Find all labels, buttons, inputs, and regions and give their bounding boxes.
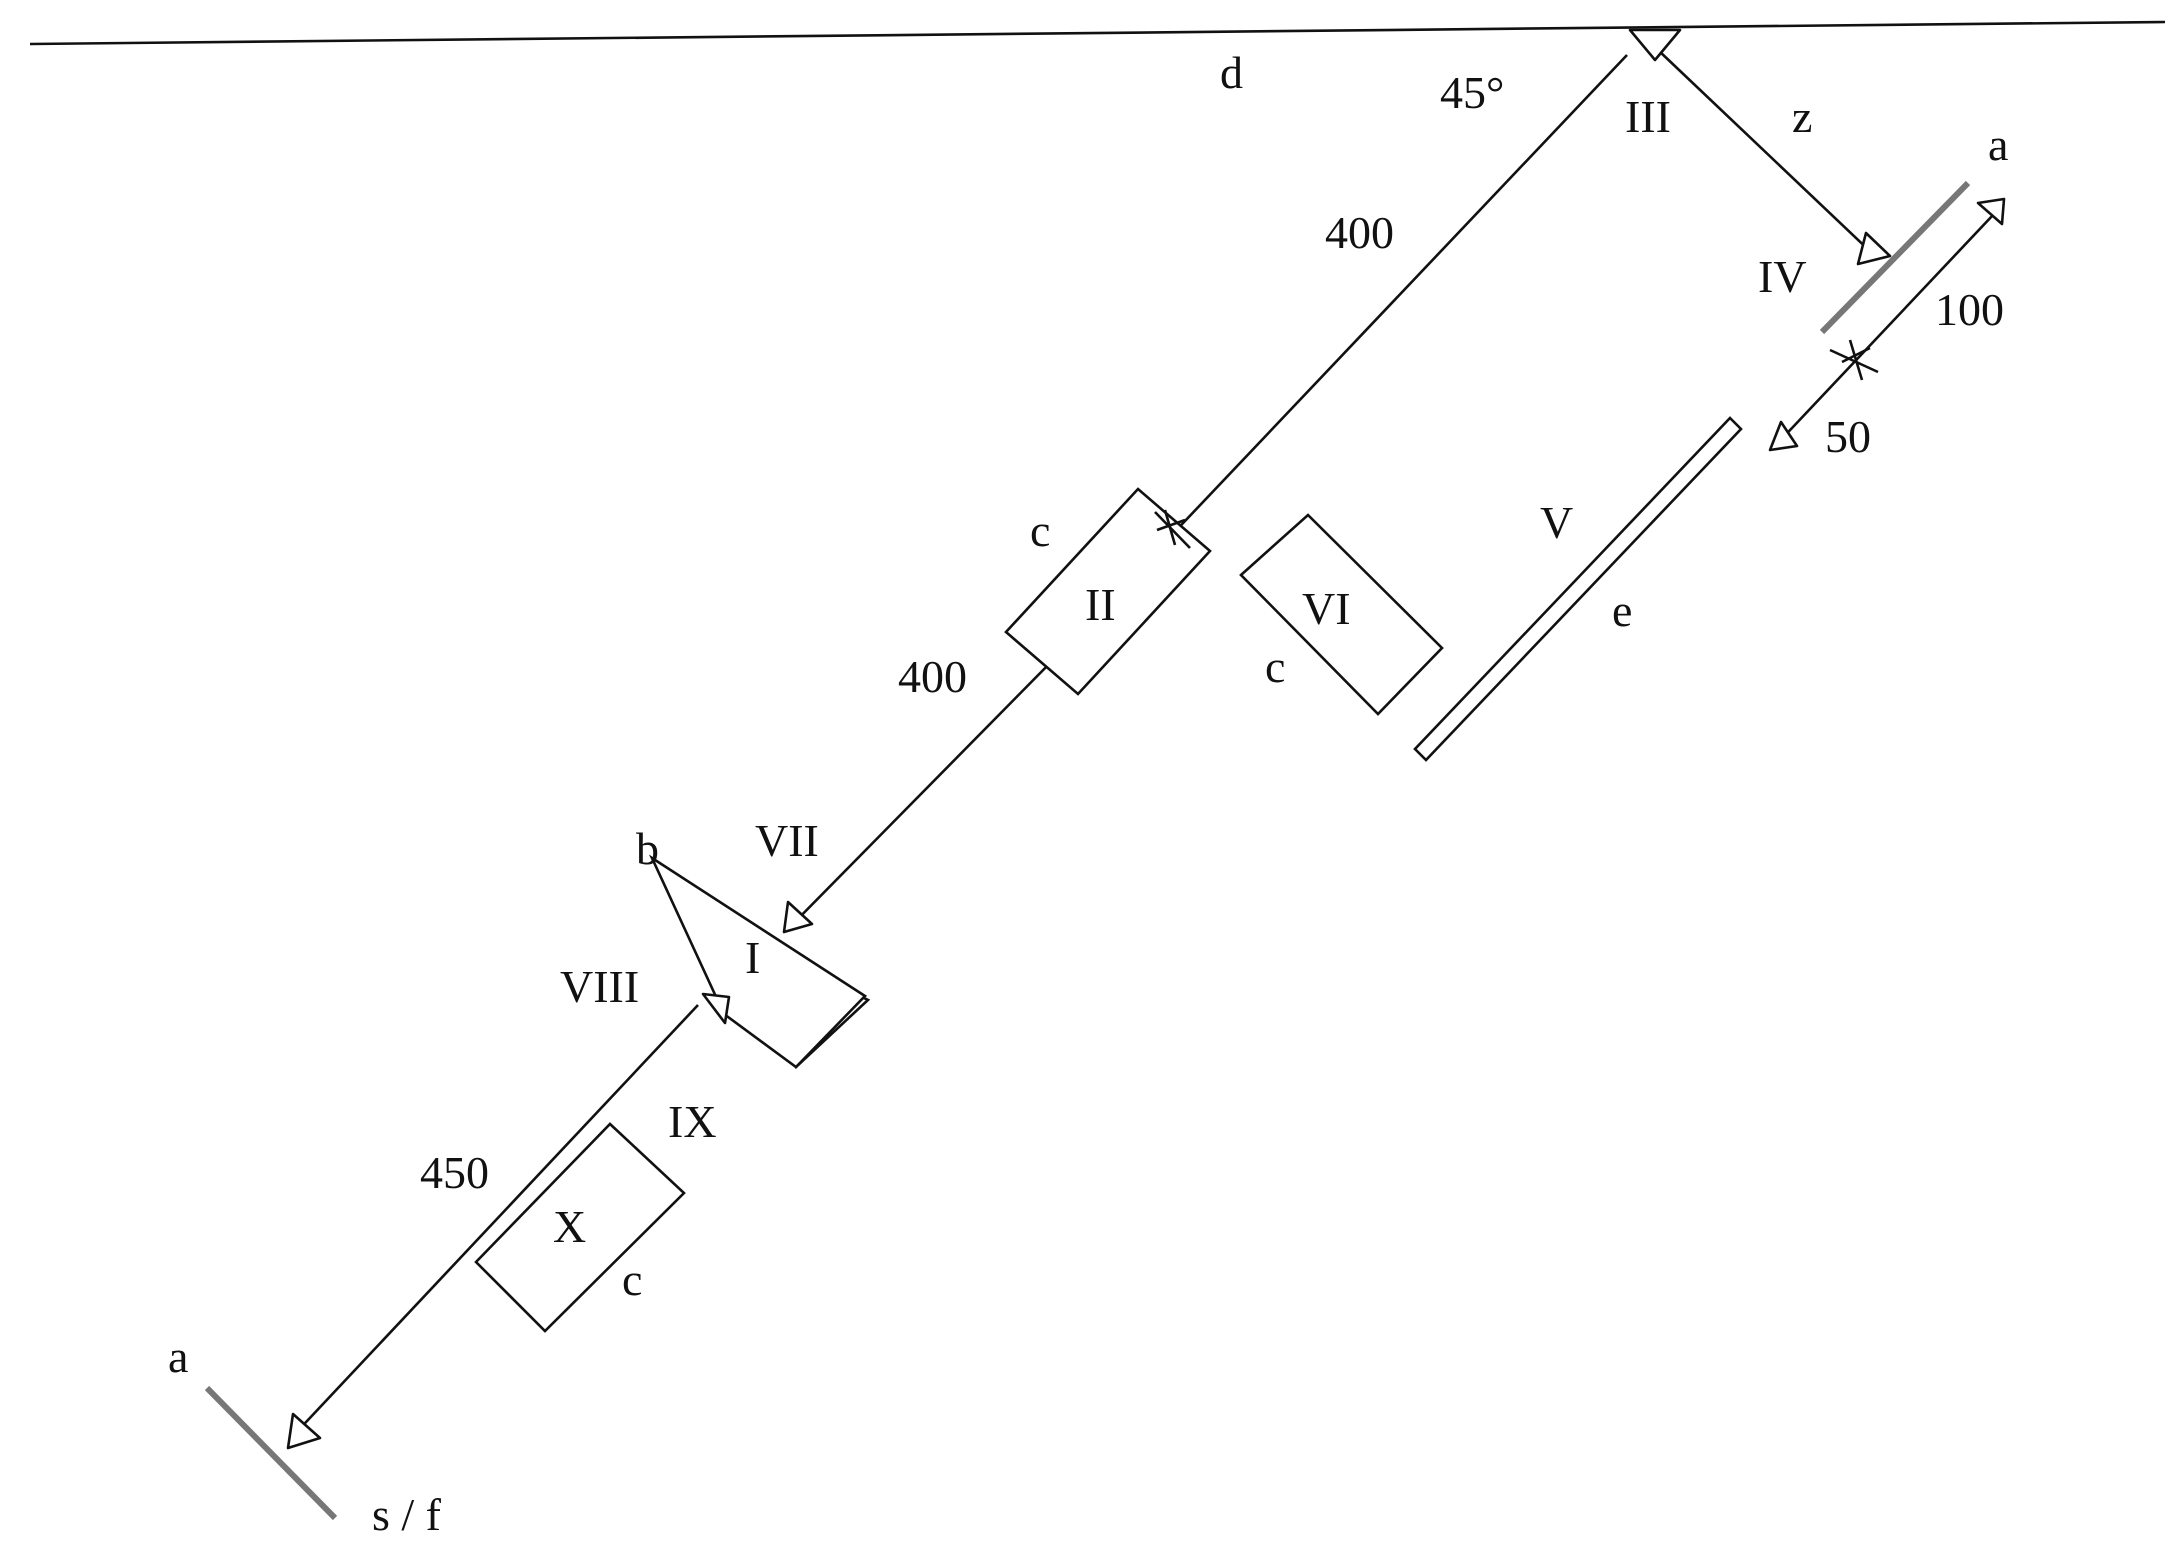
label-X: X bbox=[553, 1201, 586, 1252]
label-a-bottom: a bbox=[168, 1331, 188, 1382]
label-a-top: a bbox=[1988, 119, 2008, 170]
label-100: 100 bbox=[1935, 284, 2004, 335]
beam-II-to-I bbox=[784, 657, 1056, 933]
mirror-a-top bbox=[1819, 180, 1971, 335]
mirror-a-bottom bbox=[204, 1385, 338, 1521]
arrow-head-icon bbox=[1628, 28, 1682, 62]
element-I-box-outline bbox=[648, 854, 868, 1069]
label-V: V bbox=[1540, 497, 1573, 548]
element-X-box bbox=[474, 1122, 686, 1333]
label-45deg: 45° bbox=[1440, 67, 1504, 118]
label-s-f: s / f bbox=[372, 1489, 442, 1540]
beam-IV-to-V bbox=[1775, 214, 1994, 446]
arrow-head-icon bbox=[1976, 197, 2006, 226]
element-V-plate bbox=[1413, 416, 1743, 762]
label-b: b bbox=[636, 823, 659, 874]
label-e: e bbox=[1612, 585, 1632, 636]
label-III: III bbox=[1625, 91, 1671, 142]
label-50: 50 bbox=[1825, 411, 1871, 462]
label-IX: IX bbox=[668, 1096, 717, 1147]
label-d: d bbox=[1220, 47, 1243, 98]
beam-III-to-II bbox=[1166, 54, 1628, 541]
label-c-VI: c bbox=[1265, 641, 1285, 692]
label-VIII: VIII bbox=[560, 961, 639, 1012]
shutter-cross-icon bbox=[1154, 509, 1191, 549]
label-c-II: c bbox=[1030, 505, 1050, 556]
label-c-X: c bbox=[622, 1254, 642, 1305]
label-VII: VII bbox=[755, 815, 819, 866]
label-IV: IV bbox=[1758, 251, 1807, 302]
label-z: z bbox=[1792, 91, 1812, 142]
element-II-box bbox=[1004, 487, 1212, 696]
label-VI: VI bbox=[1302, 583, 1351, 634]
element-VI-box bbox=[1239, 513, 1444, 716]
arrow-head-icon bbox=[286, 1412, 322, 1450]
arrow-head-icon bbox=[782, 900, 814, 934]
top-reference-line bbox=[29, 20, 2166, 46]
label-400-mid: 400 bbox=[898, 651, 967, 702]
beam-III-to-IV bbox=[1657, 49, 1876, 257]
label-I: I bbox=[745, 932, 760, 983]
label-400-top: 400 bbox=[1325, 207, 1394, 258]
arrow-head-icon bbox=[701, 992, 731, 1025]
shutter-cross-icon bbox=[1829, 339, 1879, 381]
label-450: 450 bbox=[420, 1147, 489, 1198]
label-II: II bbox=[1085, 579, 1116, 630]
arrow-head-icon bbox=[1768, 420, 1799, 452]
beam-I-to-bottom-mirror bbox=[291, 1004, 699, 1438]
arrow-head-icon bbox=[1856, 231, 1892, 266]
